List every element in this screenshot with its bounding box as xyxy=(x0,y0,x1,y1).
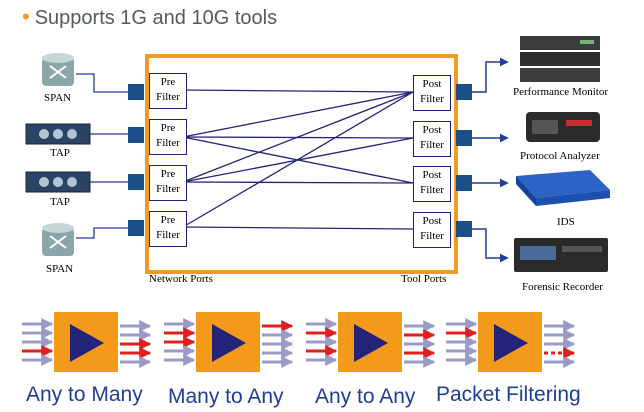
post-filter-label: Post xyxy=(422,78,442,90)
pre-filter-label: Filter xyxy=(156,91,180,103)
tool-ports-label: Tool Ports xyxy=(401,273,447,285)
pre-filter-2: Pre Filter xyxy=(149,119,187,155)
tap-icon xyxy=(25,171,91,193)
post-filter-label: Filter xyxy=(420,230,444,242)
network-ports xyxy=(128,84,144,236)
pre-filter-4: Pre Filter xyxy=(149,211,187,247)
tool-label-ids: IDS xyxy=(557,216,575,228)
post-filter-3: Post Filter xyxy=(413,166,451,202)
post-filter-label: Filter xyxy=(420,139,444,151)
pre-filter-label: Pre xyxy=(160,122,176,134)
source-label-tap-2: TAP xyxy=(50,196,70,208)
mode-label-packet-filtering: Packet Filtering xyxy=(436,383,581,406)
router-icon xyxy=(42,223,74,256)
pre-filter-label: Pre xyxy=(160,214,176,226)
performance-monitor-icon xyxy=(520,36,600,82)
protocol-analyzer-icon xyxy=(526,112,600,142)
tool-ports xyxy=(456,84,472,237)
post-filter-2: Post Filter xyxy=(413,121,451,157)
tool-label-performance-monitor: Performance Monitor xyxy=(513,86,608,98)
mode-any-to-many-icon xyxy=(22,312,152,372)
post-filter-label: Filter xyxy=(420,184,444,196)
forensic-recorder-icon xyxy=(514,238,608,272)
heading-text: Supports 1G and 10G tools xyxy=(34,7,278,29)
packet-broker-diagram xyxy=(25,36,610,274)
mode-any-to-any-icon xyxy=(306,312,436,372)
tool-label-protocol-analyzer: Protocol Analyzer xyxy=(520,150,600,162)
pre-filter-label: Pre xyxy=(160,76,176,88)
broker-box xyxy=(145,54,458,274)
post-filter-4: Post Filter xyxy=(413,212,451,248)
pre-filter-label: Filter xyxy=(156,183,180,195)
source-label-span-1: SPAN xyxy=(44,92,72,104)
mode-packet-filtering-icon xyxy=(446,312,576,372)
pre-filter-1: Pre Filter xyxy=(149,73,187,109)
pre-filter-label: Filter xyxy=(156,137,180,149)
network-ports-label: Network Ports xyxy=(149,273,213,285)
pre-filter-label: Filter xyxy=(156,229,180,241)
heading: •Supports 1G and 10G tools xyxy=(22,4,277,30)
pre-filter-3: Pre Filter xyxy=(149,165,187,201)
ids-icon xyxy=(516,170,610,206)
mode-label-many-to-any: Many to Any xyxy=(168,385,284,408)
post-filter-1: Post Filter xyxy=(413,75,451,111)
post-filter-label: Filter xyxy=(420,93,444,105)
post-filter-label: Post xyxy=(422,169,442,181)
bullet-icon: • xyxy=(22,4,30,29)
post-filter-label: Post xyxy=(422,215,442,227)
mode-label-any-to-many: Any to Many xyxy=(26,383,143,406)
source-label-tap-1: TAP xyxy=(50,147,70,159)
tap-icon xyxy=(25,123,91,145)
source-label-span-2: SPAN xyxy=(46,263,74,275)
mode-label-any-to-any: Any to Any xyxy=(315,385,416,408)
post-filter-label: Post xyxy=(422,124,442,136)
pre-filter-label: Pre xyxy=(160,168,176,180)
connection-lines xyxy=(182,89,414,230)
mode-icons xyxy=(22,312,576,372)
mode-many-to-any-icon xyxy=(164,312,294,372)
router-icon xyxy=(42,53,74,86)
tool-label-forensic-recorder: Forensic Recorder xyxy=(522,281,603,293)
